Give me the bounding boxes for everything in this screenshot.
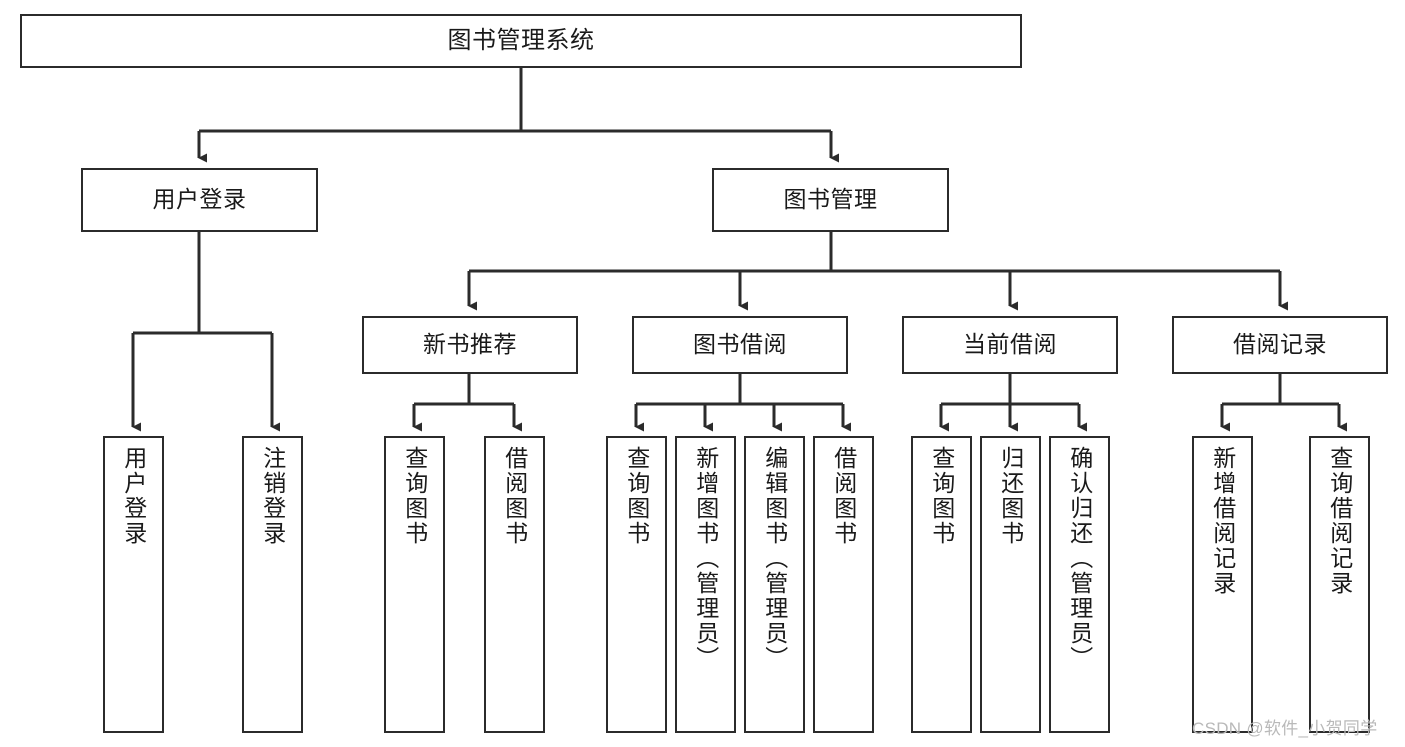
leaf-query-book-borrow[interactable]: 查询图书 <box>606 436 667 733</box>
node-label: 图书管理 <box>783 186 878 213</box>
leaf-borrow-book[interactable]: 借阅图书 <box>813 436 874 733</box>
node-current-borrow[interactable]: 当前借阅 <box>902 316 1118 374</box>
node-label: 查询图书 <box>401 446 428 546</box>
leaf-confirm-return[interactable]: 确认归还（管理员） <box>1049 436 1110 733</box>
leaf-add-borrow-record[interactable]: 新增借阅记录 <box>1192 436 1253 733</box>
node-new-book-recommend[interactable]: 新书推荐 <box>362 316 578 374</box>
watermark-text: CSDN @软件_小贺同学 <box>1192 719 1378 738</box>
leaf-query-borrow-record[interactable]: 查询借阅记录 <box>1309 436 1370 733</box>
node-label: 注销登录 <box>259 446 286 546</box>
node-label: 查询图书 <box>928 446 955 546</box>
node-label: 借阅图书 <box>830 446 857 546</box>
leaf-query-book-current[interactable]: 查询图书 <box>911 436 972 733</box>
node-label: 新书推荐 <box>423 331 517 358</box>
node-label: 借阅记录 <box>1233 331 1327 358</box>
node-root-system[interactable]: 图书管理系统 <box>20 14 1022 68</box>
node-label: 借阅图书 <box>501 446 528 546</box>
node-label: 确认归还（管理员） <box>1066 446 1093 671</box>
node-label: 归还图书 <box>997 446 1024 546</box>
node-label: 用户登录 <box>120 446 147 546</box>
node-label: 用户登录 <box>152 186 247 213</box>
node-label: 当前借阅 <box>963 331 1057 358</box>
node-label: 查询图书 <box>623 446 650 546</box>
leaf-borrow-book-recommend[interactable]: 借阅图书 <box>484 436 545 733</box>
node-label: 图书借阅 <box>693 331 787 358</box>
node-label: 编辑图书（管理员） <box>761 446 788 671</box>
node-user-login[interactable]: 用户登录 <box>81 168 318 232</box>
node-label: 新增图书（管理员） <box>692 446 719 671</box>
leaf-edit-book[interactable]: 编辑图书（管理员） <box>744 436 805 733</box>
leaf-user-login[interactable]: 用户登录 <box>103 436 164 733</box>
leaf-add-book[interactable]: 新增图书（管理员） <box>675 436 736 733</box>
node-label: 查询借阅记录 <box>1326 446 1353 596</box>
node-label: 新增借阅记录 <box>1209 446 1236 596</box>
node-borrow-record[interactable]: 借阅记录 <box>1172 316 1388 374</box>
node-book-borrow[interactable]: 图书借阅 <box>632 316 848 374</box>
leaf-user-logout[interactable]: 注销登录 <box>242 436 303 733</box>
leaf-return-book[interactable]: 归还图书 <box>980 436 1041 733</box>
leaf-query-book-recommend[interactable]: 查询图书 <box>384 436 445 733</box>
node-book-management[interactable]: 图书管理 <box>712 168 949 232</box>
node-label: 图书管理系统 <box>447 26 595 54</box>
